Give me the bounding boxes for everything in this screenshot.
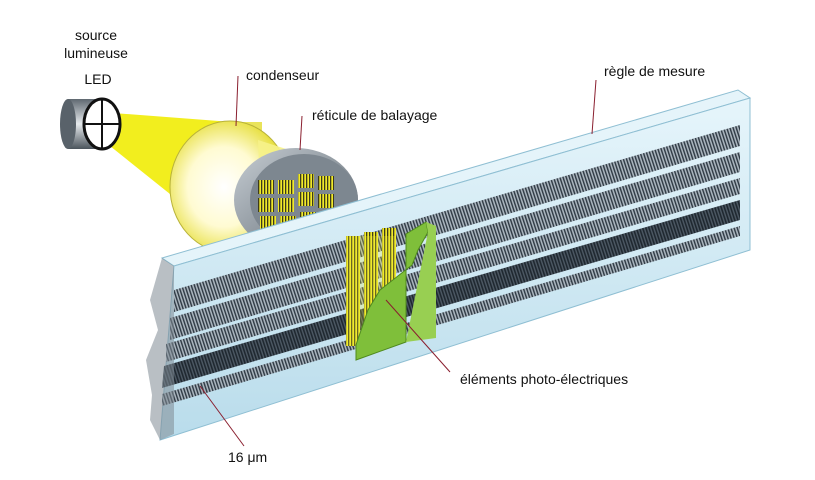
photoelectric-elements — [355, 221, 436, 361]
scale-grating-track-4 — [162, 200, 740, 388]
leader-condenser — [235, 75, 239, 127]
led-source — [60, 97, 122, 151]
leader-photo-elements — [385, 299, 451, 373]
leader-lines — [199, 75, 597, 447]
label-source-line2: lumineuse — [64, 45, 128, 61]
label-scale: règle de mesure — [604, 63, 705, 79]
scale-grating-track-3 — [166, 178, 740, 362]
scale-grating-track-2 — [170, 152, 740, 340]
scale-grating-track-5 — [162, 226, 740, 406]
label-condenser: condenseur — [246, 67, 320, 83]
leader-pitch — [199, 385, 245, 447]
leader-reticle — [299, 115, 303, 151]
label-reticle: réticule de balayage — [312, 107, 438, 123]
measuring-scale — [146, 89, 752, 441]
label-pitch: 16 μm — [228, 449, 267, 465]
label-source-line1: source — [75, 27, 117, 43]
label-led: LED — [84, 71, 111, 87]
label-photo-elements: éléments photo-électriques — [460, 371, 628, 387]
leader-scale — [591, 79, 597, 135]
scale-grating-track-1 — [174, 125, 740, 312]
